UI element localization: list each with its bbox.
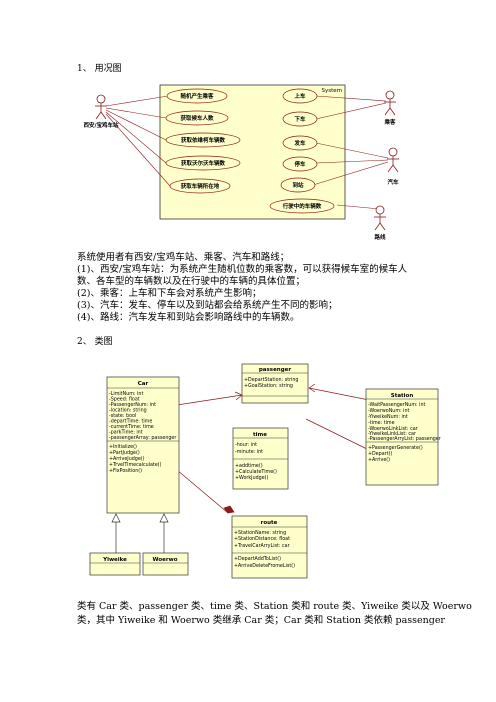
svg-text:下车: 下车	[294, 115, 306, 123]
svg-text:路线: 路线	[374, 233, 386, 241]
class-yiweike: Yiweike	[89, 552, 141, 576]
svg-text:-passengerArray: passenger: -passengerArray: passenger	[109, 435, 176, 441]
class-car: Car -LimitNum: int -Speed: float -Passen…	[106, 376, 180, 514]
intro-paragraph: 系统使用者有西安/宝鸡车站、乘客、汽车和路线； (1)、西安/宝鸡车站：为系统产…	[77, 252, 407, 324]
svg-text:上车: 上车	[294, 92, 306, 100]
association-lines	[105, 95, 389, 210]
svg-text:发车: 发车	[293, 139, 306, 147]
actor-station: 西安/宝鸡车站	[83, 94, 119, 129]
svg-text:Car: Car	[138, 381, 149, 387]
actor-passenger: 乘客	[383, 90, 397, 126]
svg-text:到站: 到站	[292, 181, 304, 189]
svg-text:time: time	[253, 432, 267, 438]
svg-text:+Arrive(): +Arrive()	[368, 457, 390, 463]
svg-text:+ArriveDeleteFromeList(): +ArriveDeleteFromeList()	[234, 563, 295, 569]
intro-line: (1)、西安/宝鸡车站：为系统产生随机位数的乘客数，可以获得候车室的候车人	[77, 264, 408, 275]
svg-text:+Depart(): +Depart()	[368, 451, 392, 457]
intro-line: (3)、汽车：发车、停车以及到站都会给系统产生不同的影响；	[77, 300, 338, 311]
svg-text:获取沃尔沃车辆数: 获取沃尔沃车辆数	[181, 159, 226, 167]
svg-text:+StationDistance: float: +StationDistance: float	[234, 536, 290, 542]
svg-text:-WoerwoNum: int: -WoerwoNum: int	[368, 408, 410, 414]
svg-text:-Speed: float: -Speed: float	[109, 397, 140, 403]
svg-text:-parkTime: int: -parkTime: int	[109, 430, 143, 436]
svg-text:route: route	[261, 520, 278, 526]
closing-line: 类，其中 Yiweike 和 Woerwo 类继承 Car 类；Car 类和 S…	[77, 615, 445, 626]
svg-text:-currentTime: time: -currentTime: time	[109, 424, 154, 430]
svg-text:+StationName: string: +StationName: string	[234, 530, 286, 536]
usecase-alight	[282, 111, 318, 127]
system-label: System	[321, 88, 342, 94]
svg-text:停车: 停车	[294, 160, 306, 168]
relationship-lines	[176, 383, 374, 514]
intro-line: (2)、乘客：上车和下车会对系统产生影响；	[77, 288, 262, 299]
class-station: Station -WaitPassengerNum: int -WoerwoNu…	[365, 388, 441, 486]
actor-car: 汽车	[386, 147, 400, 186]
svg-text:随机产生乘客: 随机产生乘客	[180, 92, 214, 100]
svg-text:获取依维柯车辆数: 获取依维柯车辆数	[181, 136, 226, 144]
intro-line: (4)、路线：汽车发车和到站会影响路线中的车辆数。	[77, 312, 300, 323]
intro-line: 数、各车型的车辆数以及在行驶中的车辆的具体位置；	[77, 276, 306, 287]
svg-text:-YiweikeLinkList: car: -YiweikeLinkList: car	[368, 431, 416, 437]
usecase-running-count	[269, 198, 335, 214]
svg-text:-WaitPassengerNum: int: -WaitPassengerNum: int	[368, 402, 426, 408]
usecase-vehicle-location	[169, 178, 231, 194]
usecase-random-passengers	[166, 88, 228, 104]
intro-line: 系统使用者有西安/宝鸡车站、乘客、汽车和路线；	[77, 252, 290, 263]
svg-text:-LimitNum: int: -LimitNum: int	[109, 391, 143, 397]
svg-text:+TrvelTimecalculate(): +TrvelTimecalculate()	[109, 462, 162, 468]
svg-text:-YiweikeNum: int: -YiweikeNum: int	[368, 414, 408, 420]
svg-text:+addtime(): +addtime()	[235, 463, 263, 469]
svg-text:Station: Station	[391, 393, 414, 399]
use-case-diagram: System 西安/宝鸡车站 乘客 汽车 路线	[83, 84, 400, 241]
svg-text:+DepartAddToList(): +DepartAddToList()	[234, 556, 281, 562]
usecase-stop	[282, 156, 318, 172]
svg-text:+DepartStation: string: +DepartStation: string	[244, 377, 298, 383]
svg-text:乘客: 乘客	[383, 118, 396, 126]
svg-text:-hour: int: -hour: int	[235, 442, 257, 448]
closing-line: 类有 Car 类、passenger 类、time 类、Station 类和 r…	[77, 601, 472, 612]
usecase-woerwo-count	[165, 155, 241, 171]
usecase-arrive	[280, 177, 316, 193]
svg-text:+Initialize(): +Initialize()	[109, 444, 137, 450]
closing-paragraph: 类有 Car 类、passenger 类、time 类、Station 类和 r…	[77, 600, 472, 628]
svg-text:-time: time: -time: time	[368, 420, 395, 426]
inheritance-lines	[111, 513, 169, 553]
svg-text:+GoalStation: string: +GoalStation: string	[244, 383, 293, 389]
class-route: route +StationName: string +StationDista…	[231, 515, 308, 579]
svg-text:Woerwo: Woerwo	[153, 557, 178, 563]
class-woerwo: Woerwo	[142, 552, 189, 576]
svg-text:+FixPosition(): +FixPosition()	[109, 468, 142, 474]
class-time: time -hour: int -minute: int +addtime() …	[232, 427, 289, 490]
actor-route: 路线	[373, 205, 387, 241]
usecase-board	[282, 88, 318, 104]
svg-text:+PassengerGenerate(): +PassengerGenerate()	[368, 445, 423, 451]
svg-text:-departTime: time: -departTime: time	[109, 419, 152, 425]
svg-text:-PassengerArryList: passenger: -PassengerArryList: passenger	[368, 436, 441, 442]
svg-text:+TravelCarArryList: car: +TravelCarArryList: car	[234, 543, 290, 549]
svg-text:-state: bool: -state: bool	[109, 413, 136, 419]
svg-text:西安/宝鸡车站: 西安/宝鸡车站	[83, 121, 119, 129]
usecase-depart	[282, 135, 318, 151]
class-diagram: Car -LimitNum: int -Speed: float -Passen…	[89, 363, 441, 579]
svg-text:+PartJudge(): +PartJudge()	[109, 450, 140, 456]
svg-text:-PassengerNum: int: -PassengerNum: int	[109, 402, 156, 408]
svg-text:-minute: int: -minute: int	[235, 449, 263, 455]
svg-text:+ArriveJudge(): +ArriveJudge()	[109, 456, 145, 462]
section-1-heading: 1、 用况图	[77, 64, 122, 74]
svg-text:-WoerwoLinkList: car: -WoerwoLinkList: car	[368, 426, 418, 432]
svg-text:获取车辆所在地: 获取车辆所在地	[181, 182, 220, 190]
svg-text:获取候车人数: 获取候车人数	[180, 114, 214, 122]
system-boundary	[159, 84, 346, 220]
svg-text:+WorkJudge(): +WorkJudge()	[235, 475, 269, 481]
class-passenger: passenger +DepartStation: string +GoalSt…	[241, 363, 309, 404]
svg-text:行驶中的车辆数: 行驶中的车辆数	[282, 202, 322, 210]
svg-text:+CalculateTime(): +CalculateTime()	[235, 469, 277, 475]
svg-text:Yiweike: Yiweike	[102, 557, 127, 563]
svg-text:汽车: 汽车	[387, 178, 399, 186]
svg-text:-location: string: -location: string	[109, 408, 147, 414]
usecase-waiting-count	[165, 110, 229, 126]
section-2-heading: 2、 类图	[77, 337, 113, 347]
usecase-yiweike-count	[165, 132, 241, 148]
svg-text:passenger: passenger	[259, 367, 292, 373]
